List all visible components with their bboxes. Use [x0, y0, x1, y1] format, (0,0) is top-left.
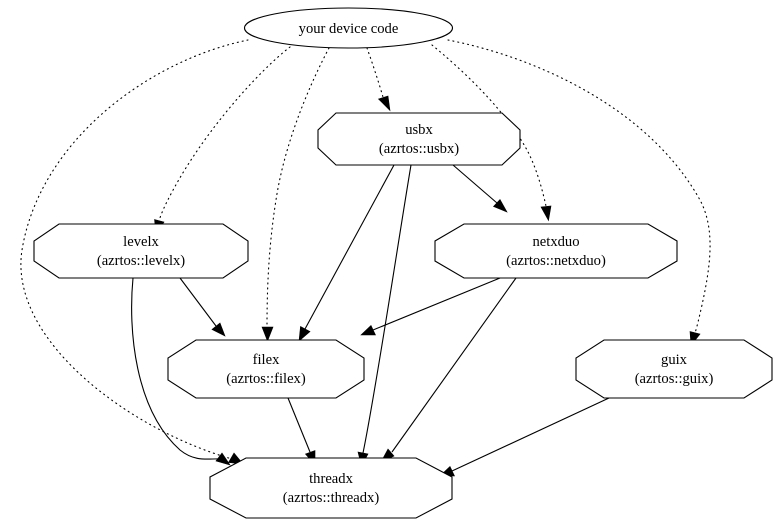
edge-filex-to-threadx [287, 397, 316, 466]
edge-device-to-levelx [154, 46, 291, 235]
node-shape-octagon [167, 339, 365, 399]
node-filex[interactable]: filex (azrtos::filex) [167, 339, 365, 399]
edge-guix-to-threadx [439, 397, 610, 477]
node-levelx[interactable]: levelx (azrtos::levelx) [33, 223, 249, 279]
edge-device-to-guix [447, 39, 711, 347]
node-guix[interactable]: guix (azrtos::guix) [575, 339, 773, 399]
node-label-filex-namespace: (azrtos::filex) [226, 371, 306, 387]
edge-levelx-to-threadx [131, 277, 231, 466]
edge-group-dotted [20, 39, 711, 465]
node-shape-octagon [317, 112, 521, 166]
node-label-guix-namespace: (azrtos::guix) [635, 371, 714, 387]
node-label-filex-name: filex [253, 352, 280, 368]
node-label-usbx-name: usbx [405, 122, 433, 138]
edge-levelx-to-filex [179, 277, 226, 337]
edge-usbx-to-filex [298, 164, 395, 342]
node-label-levelx-namespace: (azrtos::levelx) [97, 253, 185, 269]
node-shape-octagon [209, 457, 453, 519]
node-threadx[interactable]: threadx (azrtos::threadx) [209, 457, 453, 519]
edge-usbx-to-threadx [357, 164, 412, 467]
node-netxduo[interactable]: netxduo (azrtos::netxduo) [434, 223, 678, 279]
node-your-device-code[interactable]: your device code [243, 7, 454, 49]
edge-device-to-netxduo [431, 44, 552, 222]
node-label-threadx-namespace: (azrtos::threadx) [283, 490, 380, 506]
edge-device-to-usbx [366, 47, 391, 112]
node-shape-octagon [33, 223, 249, 279]
node-label-usbx-namespace: (azrtos::usbx) [379, 141, 459, 157]
node-label-device: your device code [299, 21, 399, 37]
node-label-netxduo-namespace: (azrtos::netxduo) [506, 253, 606, 269]
edge-usbx-to-netxduo [452, 164, 508, 213]
node-label-guix-name: guix [661, 352, 688, 368]
edge-device-to-filex [261, 47, 330, 342]
edge-group-solid [131, 164, 610, 477]
node-shape-octagon [575, 339, 773, 399]
node-label-threadx-name: threadx [309, 471, 353, 487]
node-shape-ellipse [243, 7, 454, 49]
node-shape-octagon [434, 223, 678, 279]
node-label-levelx-name: levelx [123, 234, 159, 250]
edge-netxduo-to-threadx [380, 277, 517, 463]
node-usbx[interactable]: usbx (azrtos::usbx) [317, 112, 521, 166]
edge-netxduo-to-filex [360, 277, 501, 336]
node-label-netxduo-name: netxduo [532, 234, 579, 250]
